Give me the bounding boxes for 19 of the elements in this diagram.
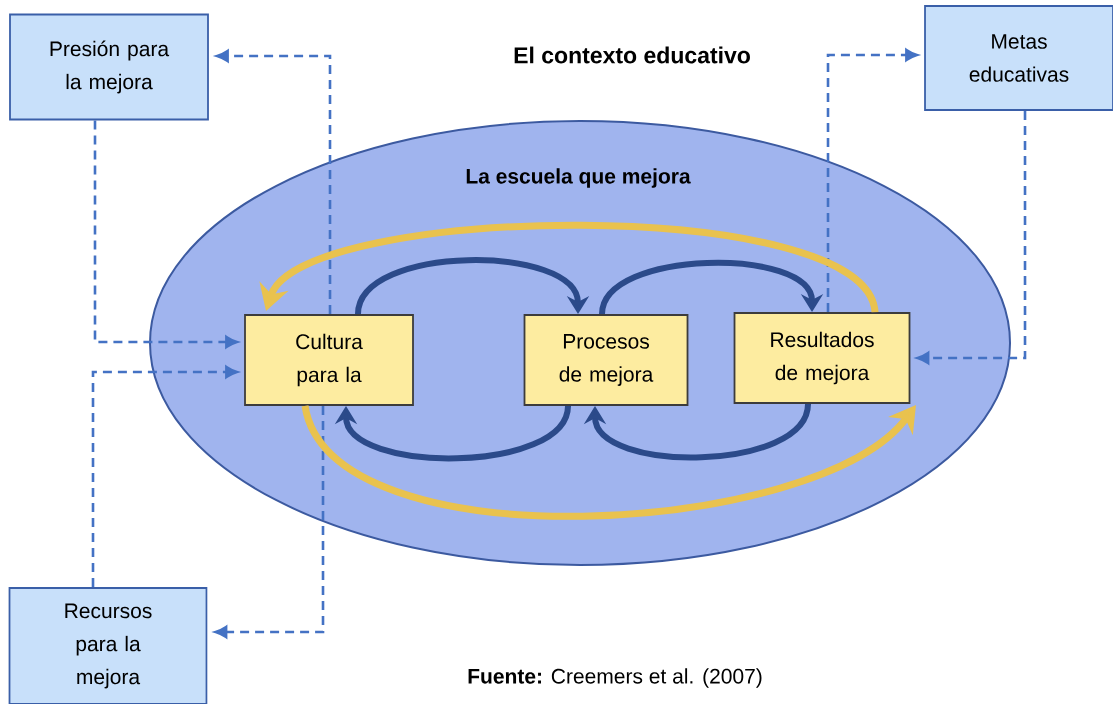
process-box: Cultura para la	[244, 314, 414, 406]
curved-arrow	[599, 259, 824, 315]
dashed-arrow	[93, 120, 239, 349]
factor-box: Recursos para la mejora	[8, 587, 208, 704]
dashed-arrow	[215, 49, 332, 315]
dashed-arrow	[826, 48, 919, 313]
curved-arrow	[301, 404, 916, 520]
factor-box: Presión para la mejora	[9, 13, 209, 121]
process-box: Procesos de mejora	[523, 314, 689, 406]
curved-arrow	[334, 405, 571, 462]
process-box: Resultados de mejora	[733, 312, 911, 404]
dashed-arrow	[214, 405, 325, 639]
curved-arrow	[583, 403, 811, 461]
factor-box: Metas educativas	[924, 5, 1113, 111]
curved-arrow	[355, 257, 590, 315]
title: El contexto educativo	[514, 46, 750, 64]
dashed-arrow	[91, 365, 239, 588]
dashed-arrow	[916, 110, 1027, 365]
source-caption: Fuente: Creemers et al. (2007)	[468, 668, 762, 688]
